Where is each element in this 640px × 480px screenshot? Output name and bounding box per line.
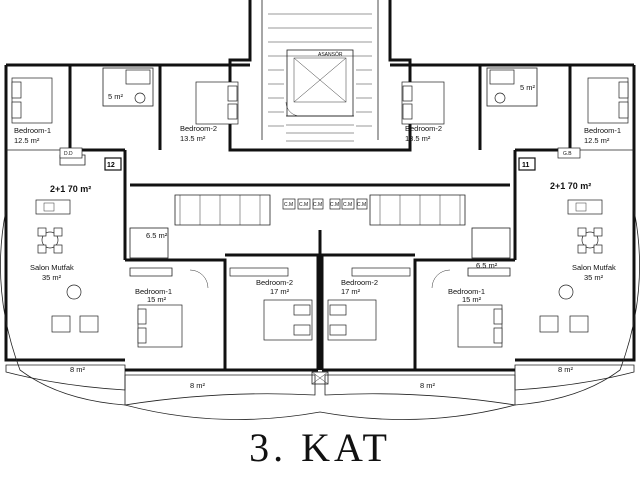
meter-label-1: C.M (284, 202, 293, 208)
balcony-left (5, 364, 126, 391)
service-shaft (311, 371, 329, 385)
gb-tag: G.B (563, 151, 572, 157)
elevator-label: ASANSÖR (318, 51, 343, 58)
salon-left-name: Salon Mutfak (30, 263, 74, 272)
bedroom-1-center-left-area: 15 m² (147, 295, 167, 304)
unit-center-left: Bedroom-1 15 m² Bedroom-2 17 m² 8 m² (124, 253, 320, 406)
salon-right-name: Salon Mutfak (572, 263, 616, 272)
unit-12-number-box (104, 157, 122, 171)
bath-left-area: 5 m² (108, 92, 124, 101)
balcony-left-area: 8 m² (70, 365, 86, 374)
bedroom-1-center-left-name: Bedroom-1 (135, 287, 172, 296)
balcony-center-left-area: 8 m² (190, 381, 206, 390)
bath-left: 5 m² (102, 67, 154, 107)
bedroom-1-right: Bedroom-1 12.5 m² (584, 77, 629, 145)
unit-11: G.B Bedroom-1 12.5 m² 5 m² Bedroom-2 13.… (390, 63, 640, 406)
bedroom-2-left-area: 13.5 m² (180, 134, 206, 143)
meter-label-5: C.M (313, 202, 322, 208)
balcony-center-left (124, 374, 316, 406)
bedroom-2-center-right-name: Bedroom-2 (341, 278, 378, 287)
armchair-left-2 (79, 315, 99, 333)
small-bath-right-area: 6.5 m² (476, 261, 498, 270)
core-stair-elevator: ASANSÖR (228, 0, 412, 152)
balcony-right-area: 8 m² (558, 365, 574, 374)
dining-table-right (577, 227, 603, 254)
bedroom-2-right-name: Bedroom-2 (405, 124, 442, 133)
kitchen-counter-left (35, 199, 71, 215)
salon-right-area: 35 m² (584, 273, 604, 282)
balcony-center-right-area: 8 m² (420, 381, 436, 390)
meter-label-4: C.M (330, 202, 339, 208)
bedroom-2-left: Bedroom-2 13.5 m² (180, 81, 239, 143)
floor-title: 3. KAT (249, 425, 391, 470)
gb-tag-box (557, 147, 581, 159)
dd-tag: D.D (64, 151, 73, 157)
unit-11-number: 11 (522, 162, 530, 169)
meter-label-3: C.M (343, 202, 352, 208)
bedroom-2-center-left-area: 17 m² (270, 287, 290, 296)
unit-11-number-box (518, 157, 536, 171)
bedroom-2-left-name: Bedroom-2 (180, 124, 217, 133)
bath-right-area: 5 m² (520, 83, 536, 92)
bedroom-1-left: Bedroom-1 12.5 m² (11, 77, 53, 145)
corridor: C.M C.M C.M C.M C.M C.M (130, 183, 510, 226)
bedroom-1-right-area: 12.5 m² (584, 136, 610, 145)
kitchen-counter-right (567, 199, 603, 215)
bedroom-2-center-right: Bedroom-2 17 m² (327, 267, 411, 341)
small-bath-left-area: 6.5 m² (146, 231, 168, 240)
armchair-right-2 (569, 315, 589, 333)
unit-11-type: 2+1 70 m² (550, 181, 591, 191)
balcony-right (514, 364, 635, 391)
coffee-table-right (558, 284, 574, 300)
bedroom-1-center-left: Bedroom-1 15 m² (135, 287, 183, 348)
meter-box-group: C.M C.M C.M C.M C.M C.M (282, 198, 368, 210)
meter-label-6: C.M (357, 202, 366, 208)
bedroom-1-left-area: 12.5 m² (14, 136, 40, 145)
unit-12: D.D Bedroom-1 12.5 m² 5 m² Bedroom-2 13.… (0, 63, 250, 406)
bedroom-2-right: Bedroom-2 13.5 m² (401, 81, 445, 143)
bedroom-1-left-name: Bedroom-1 (14, 126, 51, 135)
unit-center-right: Bedroom-1 15 m² Bedroom-2 17 m² 8 m² (320, 253, 516, 406)
armchair-left-1 (51, 315, 71, 333)
bedroom-2-center-left: Bedroom-2 17 m² (229, 267, 313, 341)
coffee-table-left (66, 284, 82, 300)
dining-table-left (37, 227, 63, 254)
bedroom-2-center-left-name: Bedroom-2 (256, 278, 293, 287)
salon-left-area: 35 m² (42, 273, 62, 282)
meter-label-2: C.M (299, 202, 308, 208)
bedroom-1-center-right-area: 15 m² (462, 295, 482, 304)
bath-right: 5 m² (486, 67, 538, 107)
balcony-center-right (324, 374, 516, 406)
unit-12-number: 12 (107, 162, 115, 169)
bedroom-1-right-name: Bedroom-1 (584, 126, 621, 135)
bedroom-1-center-right: Bedroom-1 15 m² (448, 287, 503, 348)
bedroom-2-right-area: 13.5 m² (405, 134, 431, 143)
bedroom-1-center-right-name: Bedroom-1 (448, 287, 485, 296)
dd-tag-box (59, 147, 83, 159)
armchair-right-1 (539, 315, 559, 333)
terrace-curve (124, 404, 516, 420)
unit-12-type: 2+1 70 m² (50, 184, 91, 194)
bedroom-2-center-right-area: 17 m² (341, 287, 361, 296)
